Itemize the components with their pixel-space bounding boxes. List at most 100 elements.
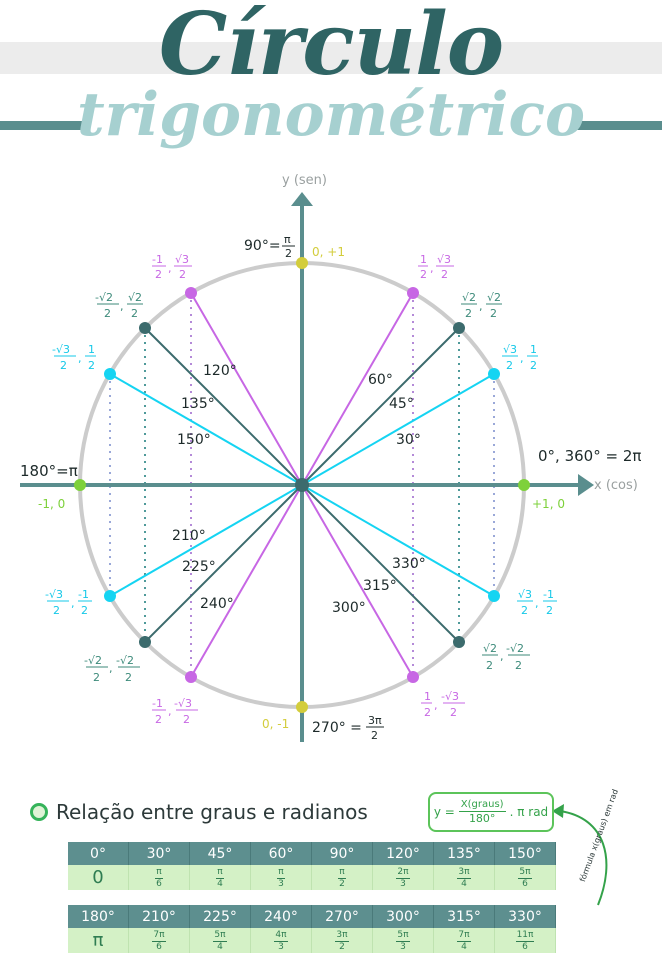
svg-text:2: 2 [93, 671, 100, 684]
x-axis-label: x (cos) [594, 478, 638, 493]
degree-cell: 0° [68, 842, 129, 865]
coord-120: -12 , √32 [152, 253, 192, 281]
svg-text:2: 2 [125, 671, 132, 684]
coord-bottom: 0, -1 [262, 717, 289, 731]
svg-text:-1: -1 [152, 253, 163, 266]
decor-bar-left [0, 121, 88, 130]
svg-text:1: 1 [88, 343, 95, 356]
angle-150: 150° [177, 432, 211, 448]
label-270: 270° = [312, 720, 362, 736]
degrees-row: 180°210°225°240°270°300°315°330° [68, 905, 556, 928]
svg-text:,: , [78, 352, 82, 365]
radian-denominator: 4 [217, 878, 223, 889]
svg-text:1: 1 [424, 690, 431, 703]
angle-120: 120° [203, 363, 237, 379]
coord-150: -√32 , 12 [52, 343, 96, 372]
svg-text:2: 2 [88, 359, 95, 372]
label-90: 90°= [244, 238, 281, 254]
svg-text:,: , [434, 699, 438, 712]
projection-lines [109, 293, 495, 677]
coord-315: √22 , -√22 [482, 642, 530, 672]
angle-135: 135° [181, 396, 215, 412]
svg-text:2: 2 [530, 359, 537, 372]
coord-30: √32 , 12 [502, 343, 538, 372]
degree-cell: 30° [128, 842, 190, 865]
relation-section: Relação entre graus e radianos [30, 800, 368, 824]
radian-cell: 0 [68, 865, 129, 890]
formula-side-note: fórmula x(graus) em rad [578, 787, 620, 884]
svg-text:,: , [430, 262, 434, 275]
radian-numerator: 7π [152, 929, 166, 942]
radian-numerator: π [216, 866, 224, 879]
svg-text:2: 2 [490, 307, 497, 320]
x-axis-arrow [578, 474, 594, 496]
label-180: 180°=π [20, 462, 78, 480]
coord-60: 12 , √32 [418, 253, 454, 281]
angle-210: 210° [172, 528, 206, 544]
svg-text:2: 2 [420, 268, 427, 281]
label-0-360: 0°, 360° = 2π [538, 447, 641, 465]
svg-text:√3: √3 [437, 253, 451, 266]
svg-text:2: 2 [155, 713, 162, 726]
svg-text:,: , [120, 300, 124, 313]
radian-value: 0 [92, 867, 104, 888]
angle-60: 60° [368, 372, 393, 388]
decor-bar-right [574, 121, 662, 130]
coord-225: -√22 , -√22 [84, 654, 140, 684]
svg-text:2: 2 [53, 604, 60, 617]
svg-text:-√3: -√3 [174, 697, 192, 710]
y-axis-arrow [291, 192, 313, 206]
svg-text:2: 2 [546, 604, 553, 617]
relation-title: Relação entre graus e radianos [56, 800, 368, 824]
radian-numerator: π [338, 866, 346, 879]
svg-text:2: 2 [506, 359, 513, 372]
degree-cell: 315° [433, 905, 495, 928]
svg-text:-√3: -√3 [441, 690, 459, 703]
radian-numerator: 3π [457, 866, 471, 879]
angle-225: 225° [182, 559, 216, 575]
radian-denominator: 3 [400, 941, 406, 952]
svg-text:-√3: -√3 [45, 588, 63, 601]
svg-text:,: , [109, 662, 113, 675]
formula-tail: . π rad [509, 805, 549, 819]
svg-text:√3: √3 [503, 343, 517, 356]
svg-text:2: 2 [486, 659, 493, 672]
svg-text:,: , [479, 300, 483, 313]
degree-cell: 300° [372, 905, 434, 928]
radian-numerator: 4π [274, 929, 288, 942]
radian-numerator: 2π [396, 866, 410, 879]
svg-text:,: , [535, 597, 539, 610]
svg-text:-√3: -√3 [52, 343, 70, 356]
svg-text:-√2: -√2 [95, 291, 113, 304]
label-90-den: 2 [285, 247, 292, 260]
degree-cell: 150° [494, 842, 556, 865]
formula-y: y = [433, 805, 455, 819]
radian-numerator: π [277, 866, 285, 879]
svg-text:-1: -1 [78, 588, 89, 601]
page-title: Círculo [158, 0, 504, 95]
svg-text:√2: √2 [487, 291, 501, 304]
radian-denominator: 4 [217, 941, 223, 952]
radian-numerator: 3π [335, 929, 349, 942]
degree-cell: 270° [311, 905, 373, 928]
radian-numerator: 11π [515, 929, 535, 942]
degree-cell: 90° [311, 842, 373, 865]
degree-cell: 180° [68, 905, 129, 928]
angle-240: 240° [200, 596, 234, 612]
coord-300: 12 , -√32 [421, 690, 465, 719]
